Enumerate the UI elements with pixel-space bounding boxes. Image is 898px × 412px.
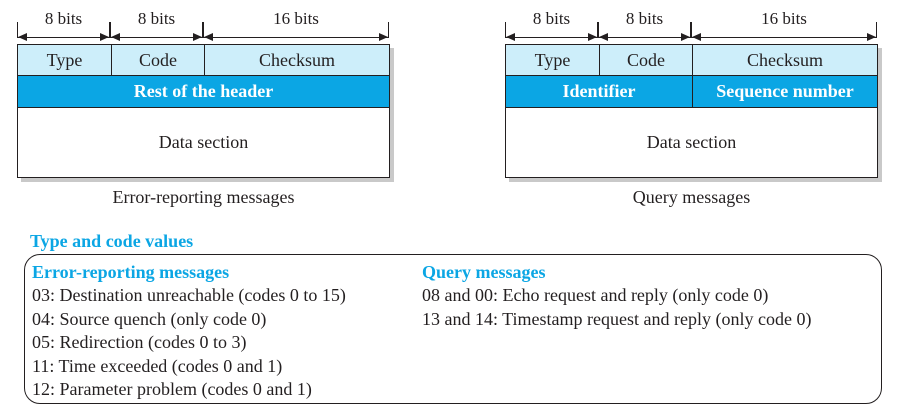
list-item: 13 and 14: Timestamp request and reply (…: [422, 308, 812, 329]
header-row-2: Identifier Sequence number: [506, 76, 877, 108]
error-codes-column: Error-reporting messages 03: Destination…: [32, 263, 346, 402]
type-field: Type: [534, 49, 571, 70]
rest-of-header-field: Rest of the header: [133, 81, 274, 101]
type-code-box: Error-reporting messages 03: Destination…: [24, 254, 882, 404]
bit-width-checksum: 16 bits: [203, 9, 389, 41]
type-code-title: Type and code values: [30, 231, 194, 251]
type-field: Type: [46, 49, 83, 70]
checksum-field: Checksum: [692, 45, 877, 75]
bit-width-code: 8 bits: [598, 9, 691, 41]
bit-width-code: 8 bits: [110, 9, 203, 41]
header-row-2: Rest of the header: [18, 76, 389, 108]
bit-width-type: 8 bits: [505, 9, 598, 41]
query-message-format: Type Code Checksum Identifier Sequence n…: [505, 44, 878, 178]
code-field: Code: [599, 45, 692, 75]
list-item: 08 and 00: Echo request and reply (only …: [422, 285, 769, 305]
sequence-number-field: Sequence number: [692, 76, 877, 107]
bit-label: 8 bits: [532, 9, 571, 28]
list-item: 03: Destination unreachable (codes 0 to …: [32, 285, 346, 305]
list-item: 04: Source quench (only code 0): [32, 308, 267, 329]
arrow-right-icon: [867, 33, 876, 41]
arrow-left-icon: [692, 33, 701, 41]
arrow-right-icon: [681, 33, 690, 41]
error-message-format: Type Code Checksum Rest of the header Da…: [17, 44, 390, 178]
arrow-right-icon: [193, 33, 202, 41]
arrow-left-icon: [111, 33, 120, 41]
list-item: 12: Parameter problem (codes 0 and 1): [32, 379, 312, 399]
right-caption: Query messages: [632, 187, 751, 207]
error-codes-heading: Error-reporting messages: [32, 262, 230, 282]
bit-label: 8 bits: [137, 9, 176, 28]
arrow-left-icon: [18, 33, 27, 41]
bit-width-type: 8 bits: [17, 9, 110, 41]
bit-label: 16 bits: [761, 9, 807, 28]
data-section: Data section: [646, 132, 737, 152]
left-caption: Error-reporting messages: [112, 187, 295, 207]
list-item: 05: Redirection (codes 0 to 3): [32, 332, 247, 352]
query-codes-heading: Query messages: [422, 262, 546, 282]
arrow-right-icon: [100, 33, 109, 41]
checksum-field: Checksum: [204, 45, 389, 75]
list-item: 11: Time exceeded (codes 0 and 1): [32, 355, 283, 376]
identifier-field: Identifier: [562, 81, 636, 101]
header-row-1: Type Code Checksum: [506, 45, 877, 76]
bit-label: 16 bits: [273, 9, 319, 28]
arrow-left-icon: [506, 33, 515, 41]
arrow-left-icon: [599, 33, 608, 41]
bit-width-checksum: 16 bits: [691, 9, 877, 41]
header-row-1: Type Code Checksum: [18, 45, 389, 76]
arrow-left-icon: [204, 33, 213, 41]
arrow-right-icon: [379, 33, 388, 41]
code-field: Code: [111, 45, 204, 75]
bit-label: 8 bits: [625, 9, 664, 28]
bit-label: 8 bits: [44, 9, 83, 28]
data-section: Data section: [158, 132, 249, 152]
arrow-right-icon: [588, 33, 597, 41]
query-codes-column: Query messages 08 and 00: Echo request a…: [422, 263, 811, 331]
